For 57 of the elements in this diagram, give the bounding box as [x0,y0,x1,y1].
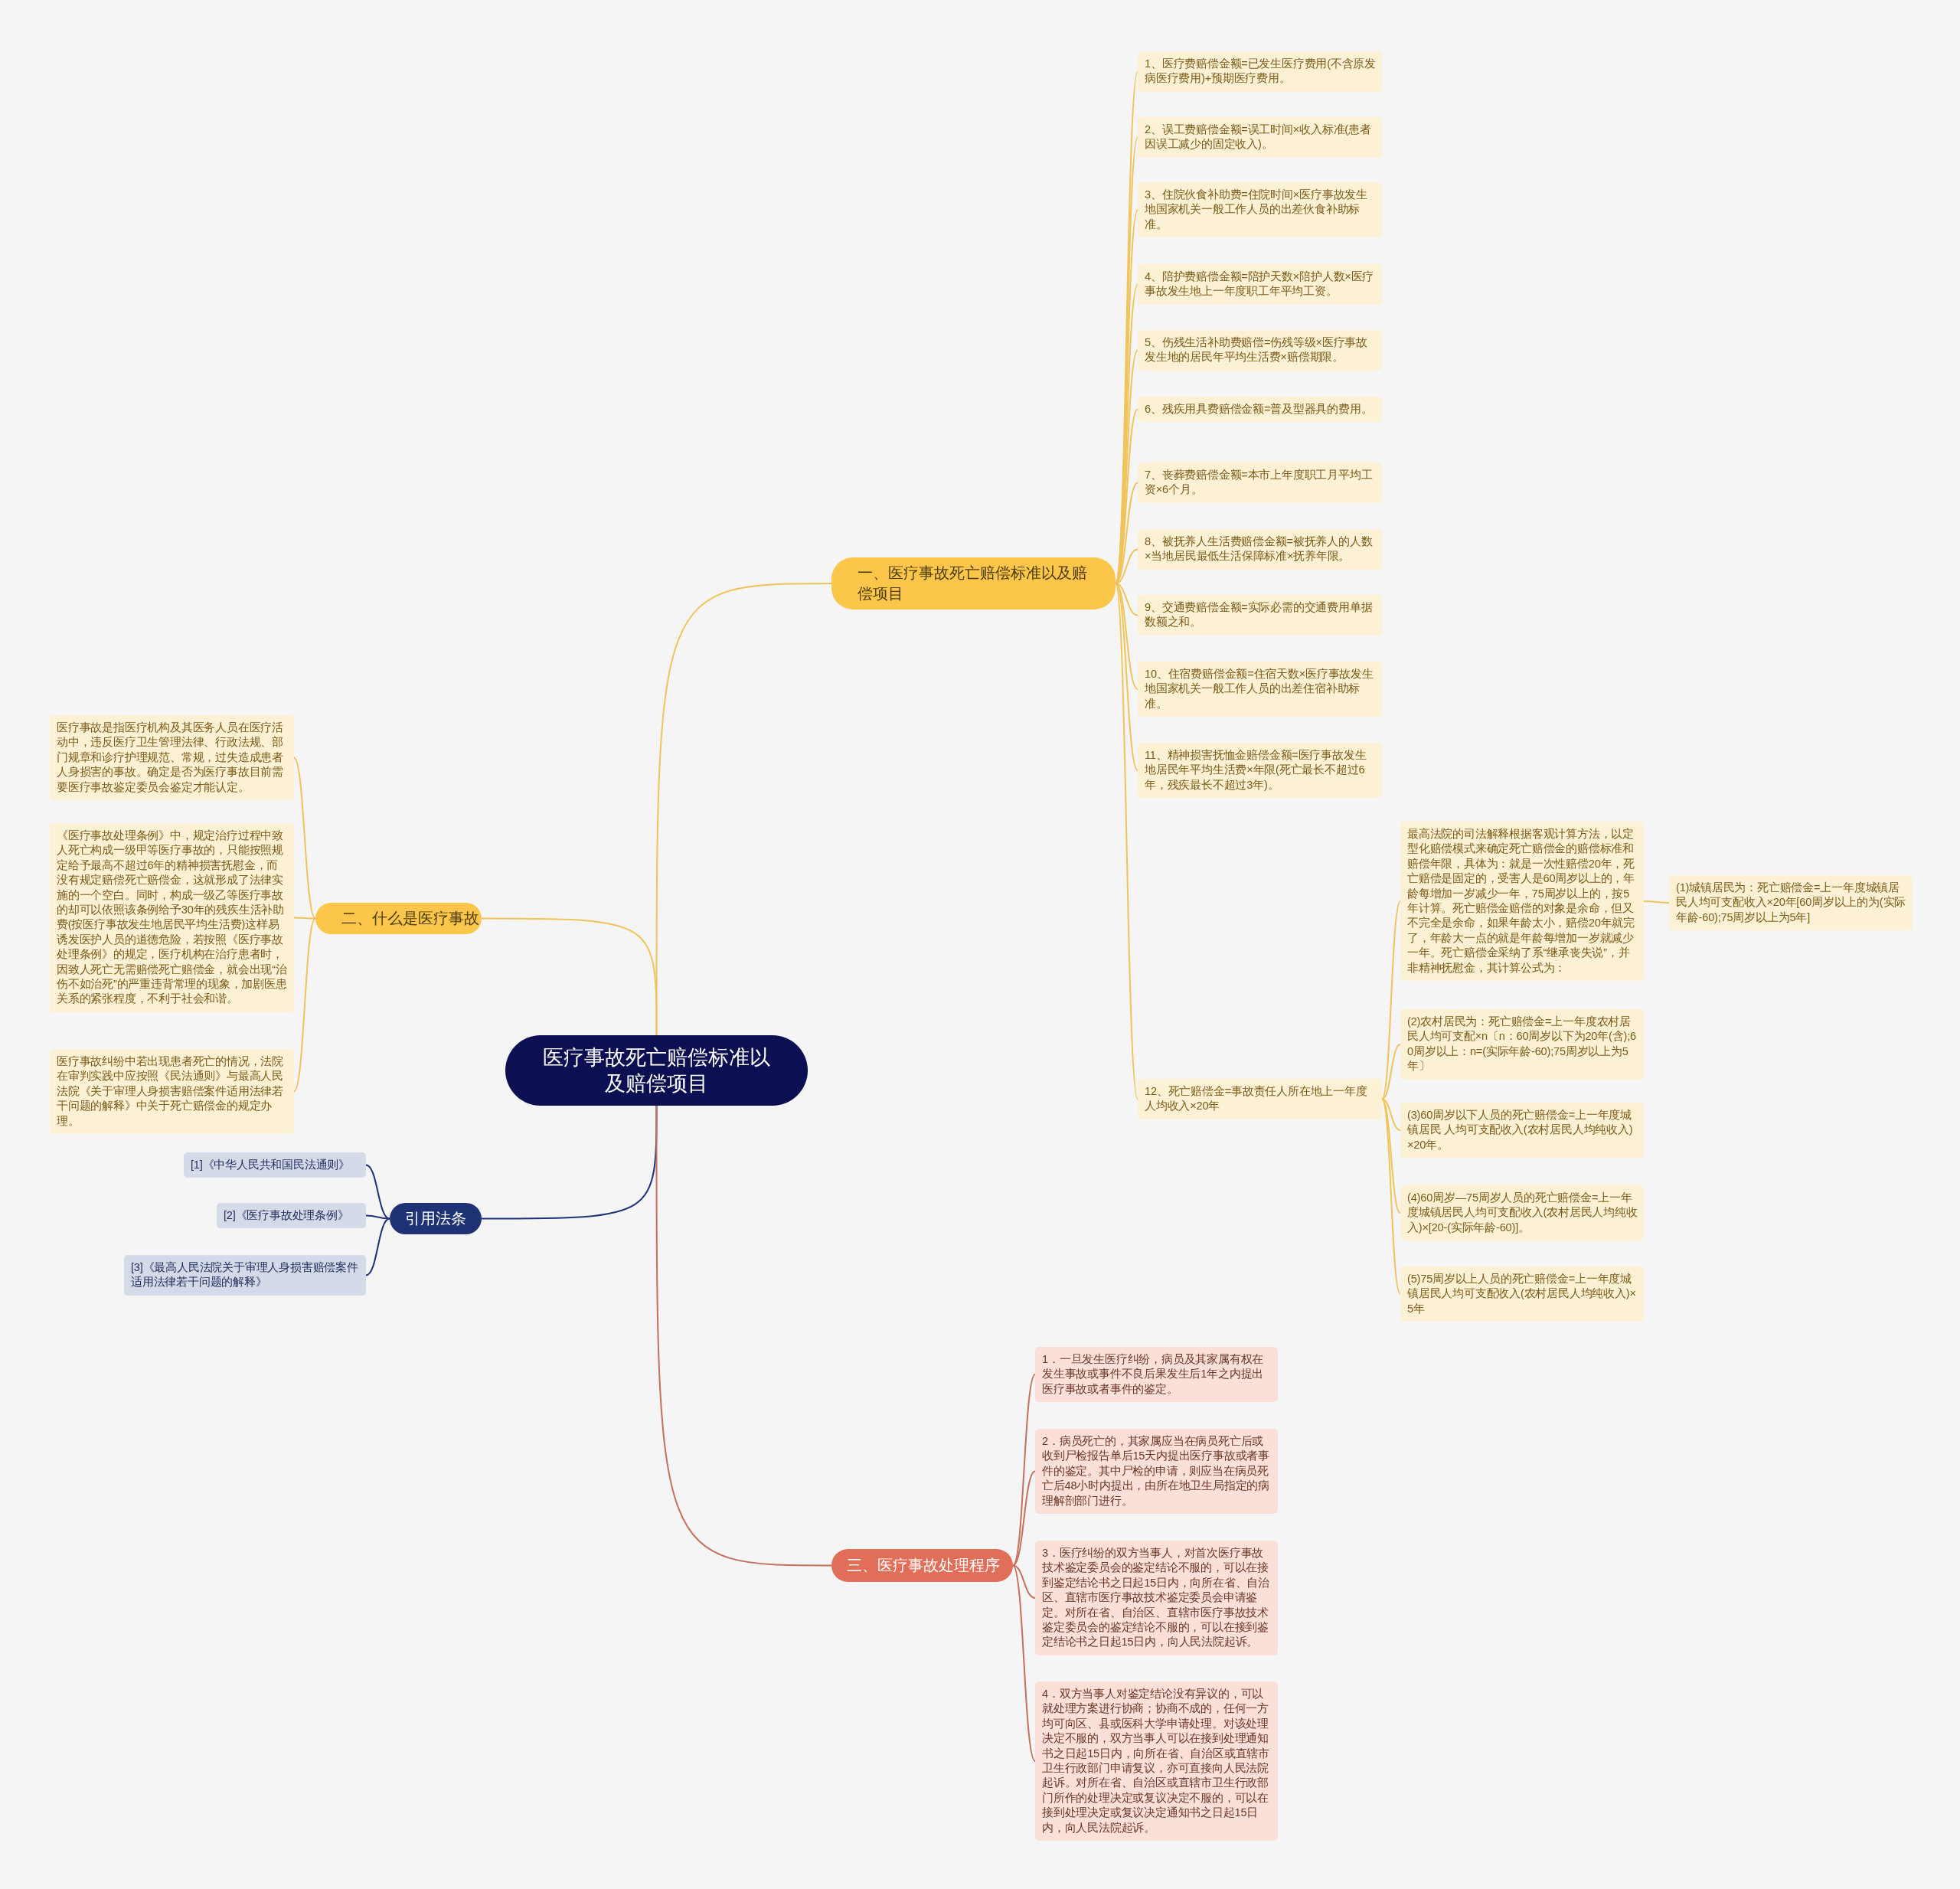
connector-line [1012,1470,1036,1567]
connector-line [655,1105,832,1567]
connector-line [1381,1044,1401,1100]
note-card: 医疗事故是指医疗机构及其医务人员在医疗活动中，违反医疗卫生管理法律、行政法规、部门规章和诊疗护理规范、常规，过失造成患者人身损害的事故。确定是否为医疗事故目前需要医疗事故鉴定委员会鉴定才能认定。 [50,715,294,801]
central-topic: 医疗事故死亡赔偿标准以及赔偿项目 [505,1035,808,1106]
connector-line [1115,583,1138,1100]
branch-topic: 一、医疗事故死亡赔偿标准以及赔偿项目 [831,557,1116,610]
note-card: 11、精神损害抚恤金赔偿金额=医疗事故发生地居民年平均生活费×年限(死亡最长不超过6年，残疾最长不超过3年)。 [1138,743,1382,799]
connector-line [1115,583,1138,690]
connector-line [365,1217,390,1276]
connector-line [365,1214,390,1220]
connector-line [1115,583,1138,771]
connector-line [1643,900,1670,904]
note-card: 3．医疗纠纷的双方当事人，对首次医疗事故技术鉴定委员会的鉴定结论不服的，可以在接到鉴定结论书之日起15日内，向所在省、自治区、直辖市医疗事故技术鉴定委员会申请鉴定。对所在省、自治区、直辖市医疗事故技术鉴定委员会的鉴定结论不服的，可以在接到鉴定结论书之日起15日内，向人民法院起诉。 [1035,1541,1278,1655]
note-card: 9、交通费赔偿金额=实际必需的交通费用单据数额之和。 [1138,595,1382,636]
note-card: 《医疗事故处理条例》中，规定治疗过程中致人死亡构成一级甲等医疗事故的，只能按照规定给予最高不超过6年的精神损害抚慰金，而没有规定赔偿死亡赔偿金，这就形成了法律实施的一个空白。同时，构成一级乙等医疗事故的却可以依照该条例给予30年的残疾生活补助费(按医疗事故发生地居民平均生活费)这样易诱发医护人员的道德危险，若按照《医疗事故处理条例》的规定，医疗机构在治疗患者时，因致人死亡无需赔偿死亡赔偿金，就会出现“治伤不如治死”的严重违背常理的现象，加剧医患关系的紧张程度，不利于社会和谐。 [50,823,294,1012]
connector-line [1115,548,1138,584]
note-card: 1、医疗费赔偿金额=已发生医疗费用(不含原发病医疗费用)+预期医疗费用。 [1138,51,1382,92]
connector-line [481,1105,658,1220]
connector-line [1012,1564,1036,1599]
note-card: 5、伤残生活补助费赔偿=伤残等级×医疗事故发生地的居民年平均生活费×赔偿期限。 [1138,330,1382,371]
note-card: 12、死亡赔偿金=事故责任人所在地上一年度人均收入×20年 [1138,1079,1382,1119]
note-card: 7、丧葬费赔偿金额=本市上年度职工月平均工资×6个月。 [1138,462,1382,503]
reference-card: [3]《最高人民法院关于审理人身损害赔偿案件适用法律若干问题的解释》 [124,1255,366,1296]
note-card: 10、住宿费赔偿金额=住宿天数×医疗事故发生地国家机关一般工作人员的出差住宿补助标准。 [1138,662,1382,717]
connector-line [1012,1374,1036,1567]
note-card: (5)75周岁以上人员的死亡赔偿金=上一年度城镇居民人均可支配收入(农村居民人均纯收入)×5年 [1400,1266,1644,1322]
note-card: (2)农村居民为：死亡赔偿金=上一年度农村居民人均可支配×n〔n：60周岁以下为20年(含);60周岁以上：n=(实际年龄-60);75周岁以上为5年〕 [1400,1009,1644,1080]
note-card: (3)60周岁以下人员的死亡赔偿金=上一年度城镇居民 人均可支配收入(农村居民人均纯收入)×20年。 [1400,1103,1644,1159]
connector-line [1381,1098,1401,1131]
branch-topic: 引用法条 [390,1203,482,1234]
connector-line [293,917,316,1093]
note-card: 2、误工费赔偿金额=误工时间×收入标准(患者因误工减少的固定收入)。 [1138,117,1382,158]
connector-line [1115,583,1138,616]
reference-card: [1]《中华人民共和国民法通则》 [184,1152,366,1178]
note-card: 6、残疾用具费赔偿金额=普及型器具的费用。 [1138,397,1382,423]
connector-line [1381,1098,1401,1214]
note-card: 医疗事故纠纷中若出现患者死亡的情况，法院在审判实践中应按照《民法通则》与最高人民法院《关于审理人身损害赔偿案件适用法律若干问题的解释》中关于死亡赔偿金的规定办理。 [50,1049,294,1135]
connector-line [293,757,316,920]
connector-line [655,583,832,1036]
note-card: 最高法院的司法解释根据客观计算方法，以定型化赔偿模式来确定死亡赔偿金的赔偿标准和赔偿年限，具体为：就是一次性赔偿20年，死亡赔偿是固定的，受害人是60周岁以上的，年龄每增加一岁减少一年，75周岁以上的，按5年计算。死亡赔偿金赔偿的对象是余命，但又不完全是余命，如果年龄太小，赔偿20年就完了，年龄大一点的就是年龄每增加一岁就减少一年。死亡赔偿金采纳了系“继承丧失说”，并非精神抚慰金，其计算公式为： [1400,822,1644,982]
note-card: 4．双方当事人对鉴定结论没有异议的，可以就处理方案进行协商；协商不成的，任何一方均可向区、县或医科大学申请处理。对该处理决定不服的，双方当事人可以在接到处理通知书之日起15日内，向所在省、自治区或直辖市卫生行政部门申请复议，亦可直接向人民法院起诉。对所在省、自治区或直辖市卫生行政部门所作的处理决定或复议决定不服的，可以在接到处理决定或复议决定通知书之日起15日内，向人民法院起诉。 [1035,1681,1278,1842]
connector-line [1381,1098,1401,1295]
note-card: (1)城镇居民为：死亡赔偿金=上一年度城镇居民人均可支配收入×20年[60周岁以上的为(实际年龄-60);75周岁以上为5年] [1669,875,1913,931]
branch-topic: 二、什么是医疗事故 [315,903,482,934]
connector-line [481,917,658,1036]
connector-line [293,917,316,920]
note-card: (4)60周岁—75周岁人员的死亡赔偿金=上一年度城镇居民人均可支配收入(农村居民人均纯收入)×[20-(实际年龄-60)]。 [1400,1185,1644,1241]
branch-topic: 三、医疗事故处理程序 [831,1549,1013,1582]
note-card: 1．一旦发生医疗纠纷，病员及其家属有权在发生事故或事件不良后果发生后1年之内提出医疗事故或者事件的鉴定。 [1035,1347,1278,1403]
note-card: 2．病员死亡的，其家属应当在病员死亡后或收到尸检报告单后15天内提出医疗事故或者事件的鉴定。其中尸检的申请，则应当在病员死亡后48小时内提出，由所在地卫生局指定的病理解剖部门进行。 [1035,1429,1278,1515]
connector-line [1012,1564,1036,1762]
reference-card: [2]《医疗事故处理条例》 [217,1203,366,1229]
note-card: 8、被抚养人生活费赔偿金额=被抚养人的人数×当地居民最低生活保障标准×抚养年限。 [1138,529,1382,570]
connector-line [1381,900,1401,1100]
note-card: 3、住院伙食补助费=住院时间×医疗事故发生地国家机关一般工作人员的出差伙食补助标准。 [1138,182,1382,238]
note-card: 4、陪护费赔偿金额=陪护天数×陪护人数×医疗事故发生地上一年度职工年平均工资。 [1138,264,1382,305]
